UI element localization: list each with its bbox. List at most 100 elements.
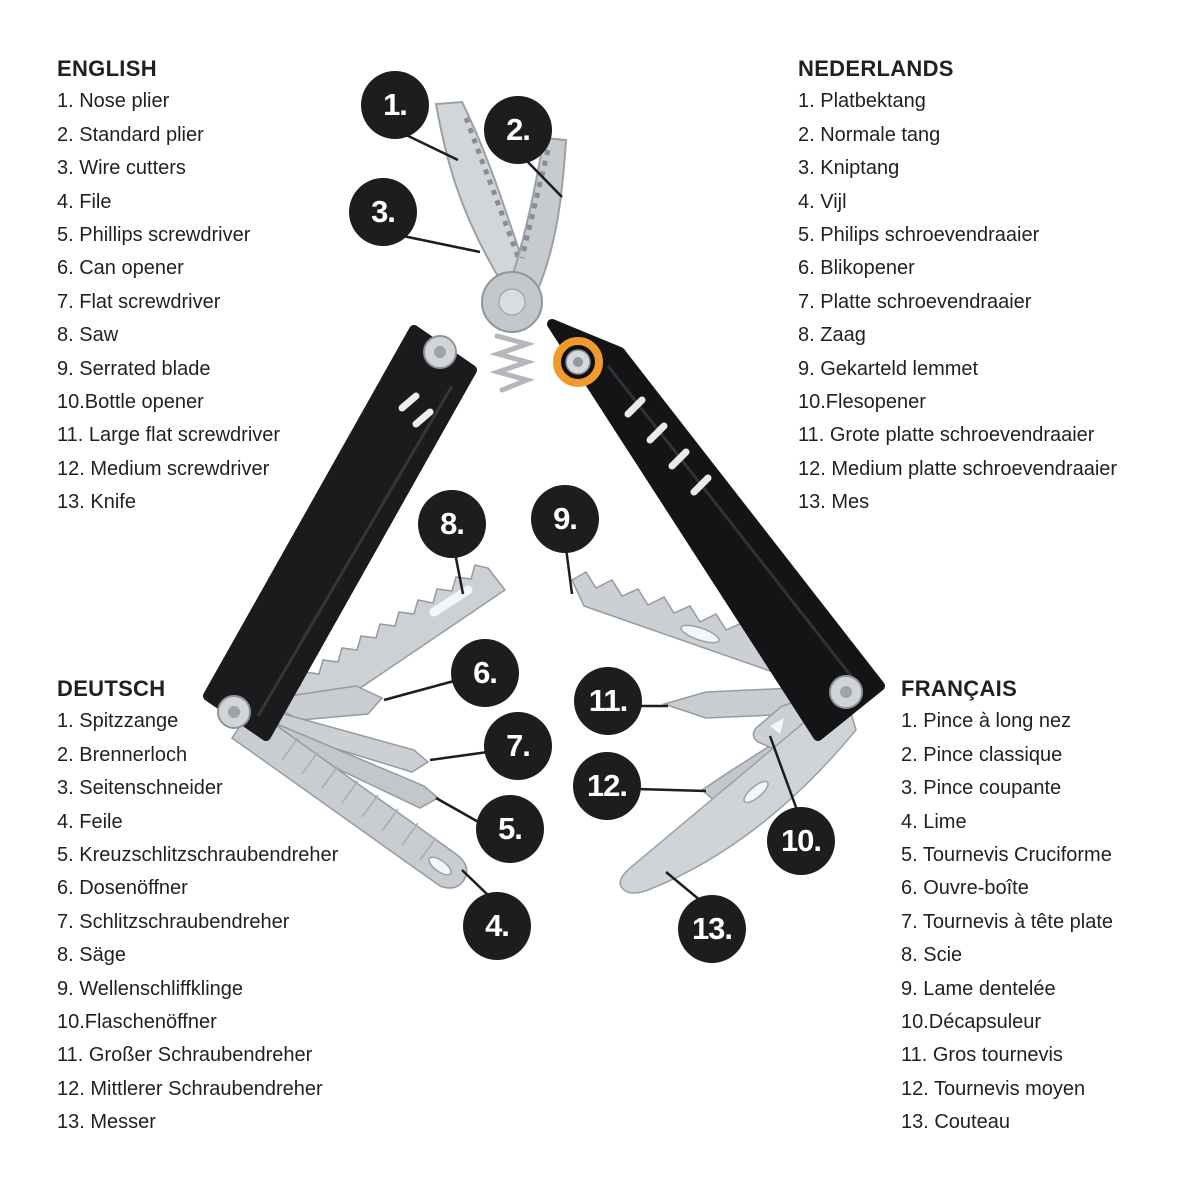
bottle-opener-notch [770,718,784,734]
callout-3: 3. [349,178,417,246]
leader-line-5 [435,796,483,826]
list-item: 8. Scie [901,944,963,967]
left-handle-slots [398,392,434,428]
language-title-francais: FRANÇAIS [901,676,1018,701]
list-item: 2. Standard plier [57,123,204,146]
list-item: 2. Pince classique [901,743,1063,766]
list-item: 4. Vijl [798,190,847,213]
list-item: 6. Blikopener [798,257,915,280]
list-item: 13. Knife [57,491,136,514]
leader-lines [383,131,799,902]
list-item: 5. Philips schroevendraaier [798,224,1040,247]
language-section-deutsch: DEUTSCH 1. Spitzzange 2. Brennerloch 3. … [57,672,338,1140]
leader-line-4 [461,869,491,898]
leader-line-1 [401,131,459,162]
language-section-francais: FRANÇAIS 1. Pince à long nez 2. Pince cl… [901,672,1113,1140]
serrated-blade-slot [680,624,720,644]
orange-pivot-screw-center [573,357,583,367]
callout-1: 1. [361,71,429,139]
left-handle-top-screw-center [434,346,446,358]
callout-10: 10. [767,807,835,875]
leader-line-9 [564,547,574,595]
leader-line-6 [383,679,455,702]
list-item: 1. Spitzzange [57,710,179,733]
callout-11: 11. [574,667,642,735]
list-item: 4. Feile [57,810,123,833]
list-item: 7. Flat screwdriver [57,290,221,313]
leader-line-3 [402,234,481,254]
left-handle [203,325,477,741]
callout-9: 9. [531,485,599,553]
left-jaw-serration [463,117,523,263]
callout-6: 6. [451,639,519,707]
plier-pivot-center [498,288,526,316]
leader-line-13 [665,871,702,902]
language-title-deutsch: DEUTSCH [57,676,166,701]
callout-4: 4. [463,892,531,960]
list-item: 8. Saw [57,324,119,347]
list-item: 5. Tournevis Cruciforme [901,844,1112,867]
right-jaw-serration [519,149,551,259]
list-item: 3. Wire cutters [57,157,186,180]
list-item: 3. Seitenschneider [57,777,223,800]
callout-13: 13. [678,895,746,963]
leader-line-10 [768,735,799,811]
list-item: 9. Serrated blade [57,357,211,380]
file-tool [230,706,468,889]
right-handle-body [547,319,885,741]
file-hole [428,856,452,876]
list-item: 10.Flaschenöffner [57,1011,217,1034]
left-handle-highlight [256,385,454,717]
list-item: 2. Brennerloch [57,743,188,766]
list-item: 6. Can opener [57,257,184,280]
leader-line-2 [523,157,563,198]
language-section-nederlands: NEDERLANDS 1. Platbektang 2. Normale tan… [798,52,1117,520]
left-handle-bottom-screw-center [228,706,240,718]
list-item: 3. Kniptang [798,157,900,180]
language-list-english: 1. Nose plier 2. Standard plier 3. Wire … [57,85,280,519]
leader-line-8 [453,552,465,595]
language-list-deutsch: 1. Spitzzange 2. Brennerloch 3. Seitensc… [57,705,338,1139]
list-item: 12. Tournevis moyen [901,1077,1086,1100]
list-item: 1. Nose plier [57,90,170,113]
list-item: 11. Gros tournevis [901,1044,1063,1067]
knife-hole [743,780,769,804]
callout-12: 12. [573,752,641,820]
list-item: 4. Lime [901,810,967,833]
list-item: 10.Décapsuleur [901,1011,1042,1034]
list-item: 12. Medium screwdriver [57,457,270,480]
list-item: 11. Großer Schraubendreher [57,1044,313,1067]
right-handle [547,319,885,741]
list-item: 8. Säge [57,944,126,967]
list-item: 13. Couteau [901,1111,1010,1134]
callout-7: 7. [484,712,552,780]
list-item: 3. Pince coupante [901,777,1062,800]
list-item: 7. Platte schroevendraaier [798,290,1032,313]
list-item: 9. Gekarteld lemmet [798,357,979,380]
language-list-nederlands: 1. Platbektang 2. Normale tang 3. Knipta… [798,85,1117,519]
list-item: 6. Ouvre-boîte [901,877,1029,900]
leader-line-12 [636,787,707,793]
plier-head [434,100,568,393]
callout-5: 5. [476,795,544,863]
callout-8: 8. [418,490,486,558]
list-item: 9. Wellenschliffklinge [57,977,244,1000]
language-title-nederlands: NEDERLANDS [798,56,954,81]
list-item: 2. Normale tang [798,123,941,146]
list-item: 11. Large flat screwdriver [57,424,281,447]
list-item: 7. Tournevis à tête plate [901,910,1113,933]
list-item: 10.Bottle opener [57,391,204,414]
right-handle-slots [624,396,712,496]
language-title-english: ENGLISH [57,56,157,81]
list-item: 9. Lame dentelée [901,977,1056,1000]
list-item: 4. File [57,190,112,213]
list-item: 7. Schlitzschraubendreher [57,910,290,933]
list-item: 1. Pince à long nez [901,710,1072,733]
right-handle-highlight [606,365,864,691]
list-item: 13. Mes [798,491,870,514]
language-list-francais: 1. Pince à long nez 2. Pince classique 3… [901,705,1113,1139]
list-item: 1. Platbektang [798,90,926,113]
plier-spring [489,333,536,393]
leader-line-7 [429,750,489,762]
